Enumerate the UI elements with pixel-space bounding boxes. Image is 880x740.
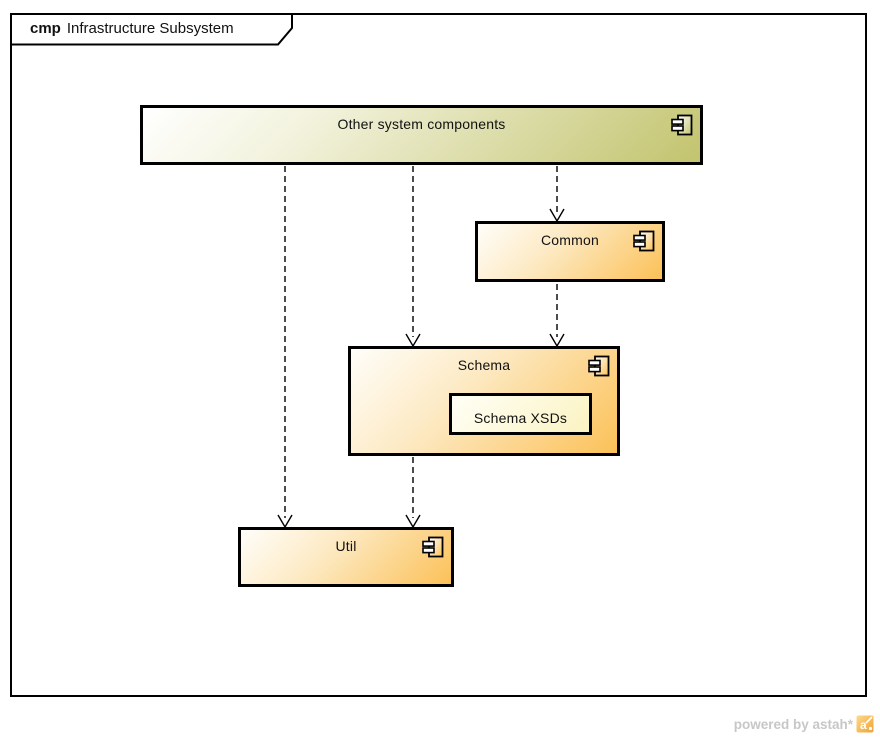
component-icon xyxy=(671,114,693,136)
component-label: Other system components xyxy=(337,116,506,132)
component-icon xyxy=(633,230,655,252)
component-icon xyxy=(422,536,444,558)
component-common[interactable]: Common xyxy=(475,221,665,282)
component-schema[interactable]: Schema Schema XSDs xyxy=(348,346,620,456)
svg-text:a: a xyxy=(860,718,867,732)
component-icon xyxy=(588,355,610,377)
component-label: Util xyxy=(335,538,357,554)
component-util[interactable]: Util xyxy=(238,527,454,587)
astah-logo-icon: a xyxy=(856,715,874,733)
nested-box-label: Schema XSDs xyxy=(473,410,568,426)
nested-box-schema-xsds[interactable]: Schema XSDs xyxy=(449,393,592,435)
diagram-keyword: cmp xyxy=(30,20,61,37)
diagram-name: Infrastructure Subsystem xyxy=(66,20,234,37)
frame-title-tab xyxy=(10,13,293,46)
component-label: Common xyxy=(541,232,599,248)
component-label: Schema xyxy=(457,357,511,373)
diagram-title: cmp Infrastructure Subsystem xyxy=(30,13,234,44)
diagram-frame xyxy=(10,13,867,697)
component-other-system-components[interactable]: Other system components xyxy=(140,105,703,165)
astah-watermark-text: powered by astah* xyxy=(733,716,853,732)
astah-watermark: powered by astah* a xyxy=(734,715,874,733)
